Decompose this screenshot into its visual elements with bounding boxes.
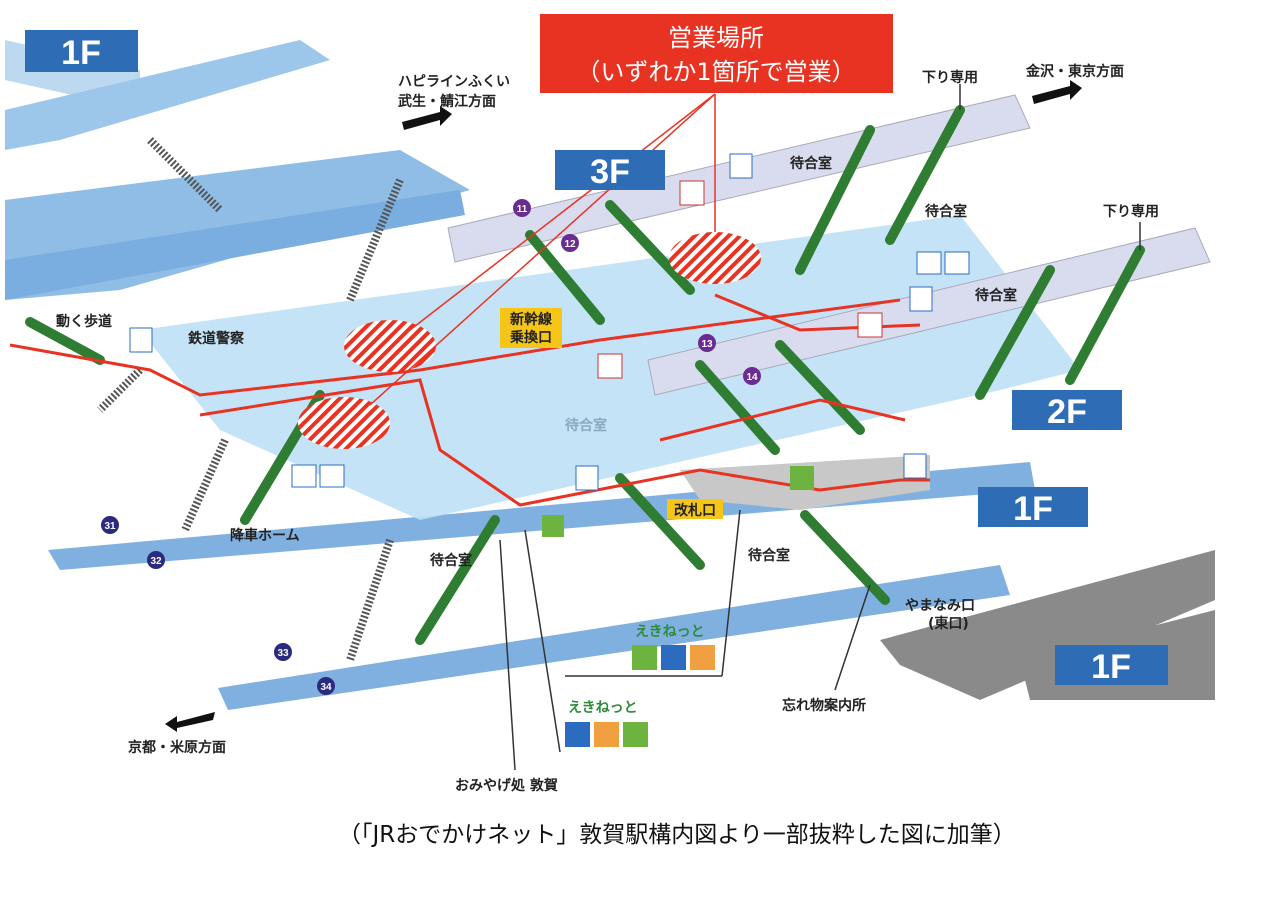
label-arrival-platform: 降車ホーム: [230, 527, 300, 544]
svg-text:13: 13: [701, 339, 713, 350]
callout-subtitle: （いずれか1箇所で営業）: [576, 58, 855, 86]
svg-text:32: 32: [150, 556, 162, 567]
facility-icons: [129, 153, 970, 537]
direction-arrow-icons: [165, 80, 1082, 732]
ekinet-label: えきねっと: [635, 624, 705, 640]
floor-badge-1f-top: 1F: [61, 34, 101, 72]
svg-text:33: 33: [277, 648, 289, 659]
sales-location-1: [669, 232, 761, 284]
svg-text:11: 11: [517, 204, 528, 215]
label-waiting-room: 待合室: [790, 155, 832, 172]
label-yamanami-exit: やまなみ口: [905, 598, 975, 614]
label-waiting-room: 待合室: [748, 547, 790, 564]
platform-number-badges: 11 12 13 14 31 32 33 34: [101, 199, 761, 695]
label-ticket-gate: 改札口: [674, 502, 716, 519]
figure-caption: （「JRおでかけネット」敦賀駅構内図より一部抜粋した図に加筆）: [338, 822, 1016, 848]
floor-badge-1f-bottom: 1F: [1091, 648, 1131, 686]
ekinet-label: えきねっと: [568, 700, 638, 716]
svg-text:31: 31: [104, 521, 116, 532]
label-down-only-2: 下り専用: [1103, 203, 1159, 220]
svg-text:14: 14: [746, 372, 758, 383]
escalators: [25, 105, 1145, 645]
sales-location-3: [298, 397, 390, 449]
stairs: [97, 137, 404, 662]
east-exit-floor: [880, 550, 1215, 700]
callout-box: [540, 14, 893, 93]
callout-title: 営業場所: [668, 24, 764, 52]
label-transfer-gate: 乗換口: [509, 329, 552, 346]
floor-badge-1f-right: 1F: [1013, 490, 1053, 528]
ticket-machine-icons: [632, 645, 715, 670]
label-omiyage: おみやげ処 敦賀: [455, 777, 558, 794]
label-down-only-1: 下り専用: [922, 69, 978, 86]
platform-33-34: [218, 565, 1010, 710]
label-moving-walkway: 動く歩道: [56, 313, 112, 330]
svg-text:12: 12: [564, 239, 576, 250]
label-east-exit: (東口): [928, 615, 969, 632]
top-left-platforms: [5, 40, 470, 300]
callout-pointers: [369, 93, 716, 406]
svg-text:34: 34: [320, 682, 332, 693]
direction-hapiline: ハピラインふくい: [398, 74, 510, 90]
direction-kyoto: 京都・米原方面: [128, 739, 226, 756]
label-waiting-room: 待合室: [430, 552, 472, 569]
label-lost-and-found: 忘れ物案内所: [782, 697, 866, 714]
ticket-machine-icons: [565, 722, 648, 747]
label-shinkansen: 新幹線: [510, 311, 552, 328]
direction-kanazawa: 金沢・東京方面: [1025, 63, 1124, 80]
label-waiting-room: 待合室: [975, 287, 1017, 304]
sales-location-2: [344, 320, 436, 372]
label-waiting-room: 待合室: [925, 203, 967, 220]
leader-lines: [499, 84, 1141, 771]
label-railway-police: 鉄道警察: [188, 330, 245, 347]
label-waiting-room: 待合室: [565, 417, 607, 434]
direction-takefu: 武生・鯖江方面: [398, 93, 496, 110]
floor-badge-3f: 3F: [590, 153, 630, 191]
floor-badge-2f: 2F: [1047, 393, 1087, 431]
